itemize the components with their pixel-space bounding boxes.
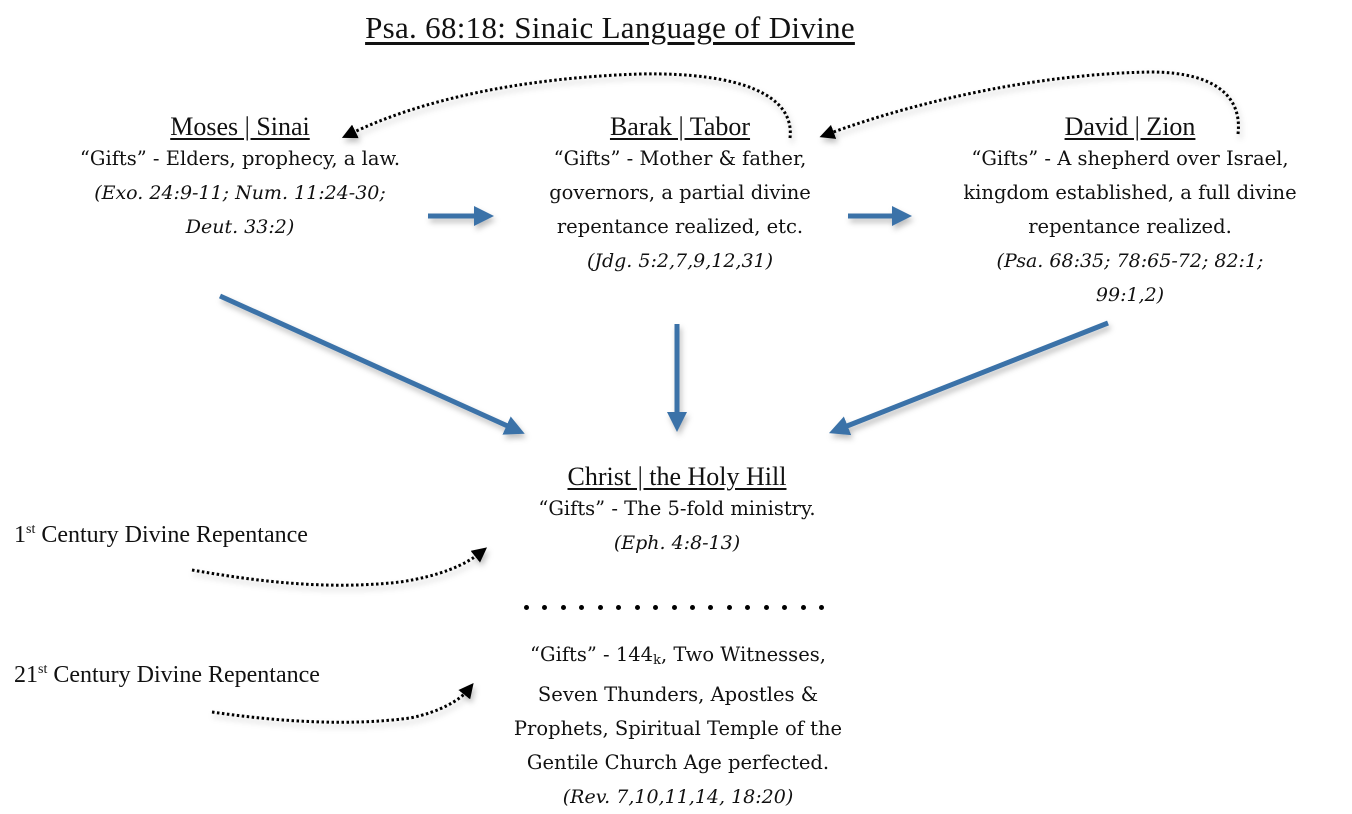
separator-dot	[634, 605, 640, 610]
arrow-david-to-christ	[828, 320, 1109, 436]
side-label-text: Century Divine Repentance	[47, 662, 320, 688]
node-heading: Moses | Sinai	[170, 112, 310, 141]
node-reference: 99:1,2)	[1095, 284, 1165, 306]
arrow-moses-to-christ	[218, 293, 525, 435]
node-description: Seven Thunders, Apostles &	[537, 683, 819, 706]
node-christ: Christ | the Holy Hill “Gifts” - The 5-f…	[477, 462, 877, 560]
node-future-gifts: “Gifts” - 144k, Two Witnesses, Seven Thu…	[458, 638, 898, 814]
side-label-text: Century Divine Repentance	[35, 522, 308, 548]
separator-dot	[745, 605, 751, 610]
century-number: 21	[14, 662, 38, 688]
node-description: “Gifts” - Mother & father,	[553, 147, 807, 170]
ordinal-suffix: st	[38, 662, 48, 677]
separator-dot	[800, 605, 806, 610]
gifts-suffix: , Two Witnesses,	[660, 643, 826, 666]
separator-dot	[524, 605, 529, 610]
node-reference: (Exo. 24:9-11; Num. 11:24-30;	[94, 182, 386, 204]
node-description: “Gifts” - The 5-fold ministry.	[538, 497, 816, 520]
dotted-separator	[524, 600, 824, 614]
separator-dot	[689, 605, 695, 610]
node-moses: Moses | Sinai “Gifts” - Elders, prophecy…	[20, 112, 460, 244]
node-description: Prophets, Spiritual Temple of the	[513, 717, 843, 740]
separator-dot	[708, 605, 714, 610]
node-reference: (Rev. 7,10,11,14, 18:20)	[562, 786, 794, 808]
node-description: “Gifts” - A shepherd over Israel,	[971, 147, 1289, 170]
separator-dot	[560, 605, 566, 610]
node-description: repentance realized.	[1028, 215, 1232, 238]
gifts-prefix: “Gifts” - 144	[530, 643, 654, 666]
node-heading: Barak | Tabor	[609, 112, 751, 141]
dotted-arrow-21st-century-to-future	[211, 682, 474, 724]
separator-dot	[782, 605, 788, 610]
node-reference: (Jdg. 5:2,7,9,12,31)	[586, 250, 774, 272]
separator-dot	[616, 605, 622, 610]
separator-dot	[671, 605, 677, 610]
node-description: kingdom established, a full divine	[963, 181, 1297, 204]
node-description: “Gifts” - Elders, prophecy, a law.	[79, 147, 401, 170]
node-heading: David | Zion	[1064, 112, 1196, 141]
side-label-21st-century: 21st Century Divine Repentance	[14, 662, 320, 689]
separator-dot	[763, 605, 769, 610]
thousand-subscript: k	[653, 653, 661, 668]
separator-dot	[597, 605, 603, 610]
node-description: governors, a partial divine	[549, 181, 811, 204]
separator-dot	[819, 605, 824, 610]
ordinal-suffix: st	[26, 522, 36, 537]
node-description: “Gifts” - 144k, Two Witnesses,	[458, 638, 898, 678]
side-label-1st-century: 1st Century Divine Repentance	[14, 522, 308, 549]
diagram-title: Psa. 68:18: Sinaic Language of Divine	[365, 10, 855, 45]
node-reference: Deut. 33:2)	[185, 216, 295, 238]
node-description: Gentile Church Age perfected.	[526, 751, 830, 774]
century-number: 1	[14, 522, 26, 548]
node-david: David | Zion “Gifts” - A shepherd over I…	[910, 112, 1350, 312]
node-barak: Barak | Tabor “Gifts” - Mother & father,…	[490, 112, 870, 278]
node-description: repentance realized, etc.	[556, 215, 804, 238]
separator-dot	[542, 605, 548, 610]
node-heading: Christ | the Holy Hill	[567, 462, 787, 491]
node-reference: (Eph. 4:8-13)	[613, 532, 741, 554]
separator-dot	[579, 605, 585, 610]
separator-dot	[653, 605, 659, 610]
separator-dot	[726, 605, 732, 610]
dotted-arrow-1st-century-to-christ	[191, 547, 488, 587]
node-reference: (Psa. 68:35; 78:65-72; 82:1;	[996, 250, 1264, 272]
